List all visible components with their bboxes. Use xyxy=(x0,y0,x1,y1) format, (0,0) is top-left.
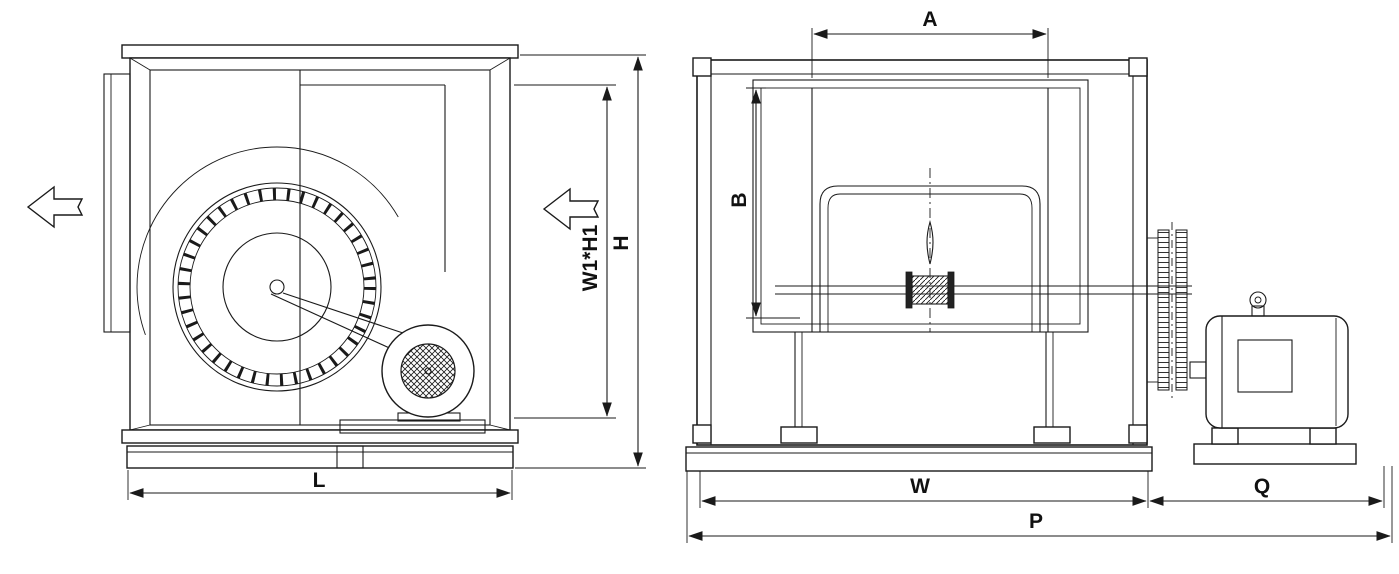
shaft-pointer xyxy=(926,219,934,265)
dimension-W1H1: W1*H1 xyxy=(514,84,616,419)
dim-label-H: H xyxy=(610,235,633,250)
motor-foot xyxy=(1211,427,1239,445)
dimension-H: H xyxy=(515,54,646,469)
side-view: A B W Q P xyxy=(685,8,1393,543)
drive-motor-side xyxy=(1189,291,1357,465)
dimension-Q: Q xyxy=(1149,466,1385,508)
dim-label-A: A xyxy=(922,8,937,31)
motor-nameplate xyxy=(1237,339,1293,393)
cabinet-base xyxy=(126,419,514,469)
frame-corner xyxy=(1128,57,1148,77)
stand-legs xyxy=(780,332,1071,444)
dim-label-B: B xyxy=(728,192,751,207)
base-plate xyxy=(685,446,1153,472)
fan-impeller xyxy=(136,146,418,428)
leg-foot xyxy=(780,426,818,444)
belt-run xyxy=(1157,229,1170,391)
dim-label-P: P xyxy=(1029,510,1043,533)
dim-label-L: L xyxy=(313,469,326,492)
frame-corner xyxy=(1128,424,1148,444)
belt-drive-front xyxy=(270,292,410,352)
dim-label-Q: Q xyxy=(1254,475,1270,498)
airflow-arrow-left-icon xyxy=(26,185,84,229)
dimension-A: A xyxy=(811,8,1049,78)
motor-body xyxy=(1205,315,1349,429)
shaft-hub xyxy=(911,275,949,305)
dim-label-W1H1: W1*H1 xyxy=(579,224,602,291)
impeller-blade-ring xyxy=(178,188,376,386)
belt-pulley-side xyxy=(1147,222,1188,398)
drive-motor-front xyxy=(381,324,475,422)
motor-foot xyxy=(1309,427,1337,445)
lifting-eye-icon xyxy=(1249,291,1267,309)
inlet-bell xyxy=(819,185,1041,332)
volute-arc xyxy=(136,146,418,428)
impeller-hub xyxy=(269,279,285,295)
frame-corner xyxy=(692,424,712,444)
motor-base xyxy=(1193,443,1357,465)
front-view: L W1*H1 H xyxy=(26,44,646,500)
dimension-L: L xyxy=(127,469,513,500)
dimension-W: W xyxy=(699,471,1149,508)
dimension-P: P xyxy=(686,466,1393,543)
airflow-arrow-right-icon xyxy=(542,187,600,231)
inlet-flange xyxy=(103,73,131,333)
motor-mount-channel xyxy=(339,419,486,434)
dim-label-W: W xyxy=(910,475,930,498)
frame-corner xyxy=(692,57,712,77)
motor-shaft-hatch xyxy=(400,343,456,399)
dimension-B: B xyxy=(728,87,800,319)
shaft-assembly xyxy=(775,168,1192,332)
leg-foot xyxy=(1033,426,1071,444)
support-frame xyxy=(692,57,1148,446)
belt-run xyxy=(1175,229,1188,391)
